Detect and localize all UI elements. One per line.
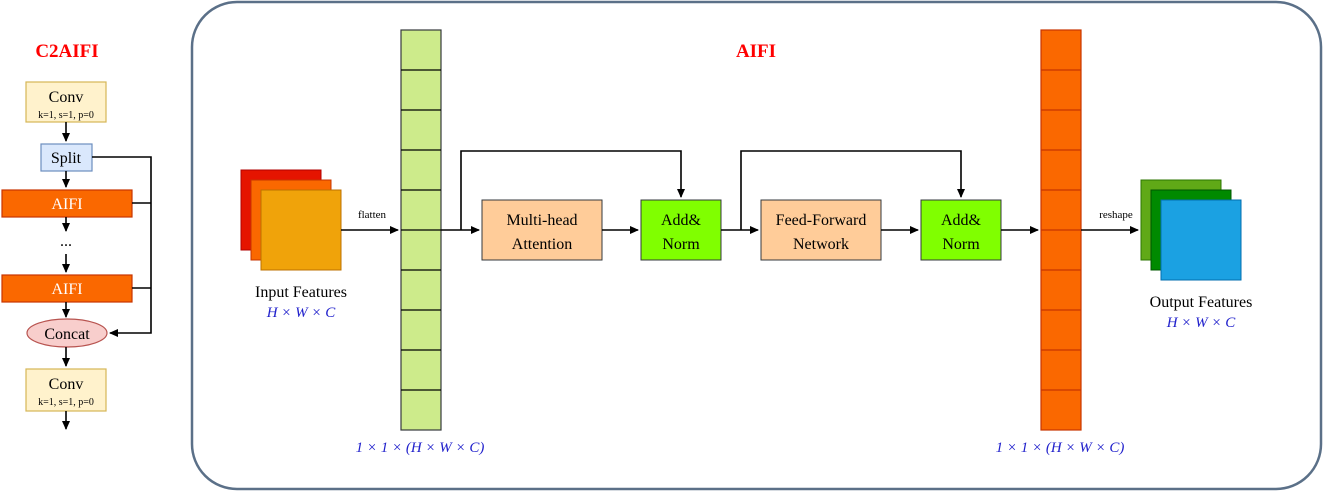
split-block: Split bbox=[40, 143, 93, 172]
reshape-label: reshape bbox=[1099, 209, 1133, 221]
aifi-2-label: AIFI bbox=[51, 281, 82, 298]
conv-top-label: Conv bbox=[49, 89, 84, 106]
ffn-line2: Network bbox=[793, 236, 849, 253]
feed-forward-block: Feed-Forward Network bbox=[760, 199, 882, 261]
flattened-column-green bbox=[400, 29, 442, 431]
add-norm-block-1: Add& Norm bbox=[640, 199, 722, 261]
residual-1 bbox=[460, 150, 685, 230]
concat-block: Concat bbox=[26, 318, 108, 348]
split-label: Split bbox=[51, 150, 82, 167]
mha-line2: Attention bbox=[512, 236, 572, 253]
addnorm2-line2: Norm bbox=[942, 236, 980, 253]
conv-bottom-block: Conv k=1, s=1, p=0 bbox=[25, 368, 107, 412]
output-features-stack bbox=[1140, 179, 1242, 281]
flattened-column-orange bbox=[1040, 29, 1082, 431]
residual-2 bbox=[740, 150, 965, 230]
output-features-label: Output Features bbox=[1150, 294, 1253, 311]
multi-head-attention-block: Multi-head Attention bbox=[481, 199, 603, 261]
conv-top-params: k=1, s=1, p=0 bbox=[38, 110, 94, 121]
aifi-1-label: AIFI bbox=[51, 196, 82, 213]
conv-bottom-label: Conv bbox=[49, 376, 84, 393]
input-features-label: Input Features bbox=[255, 284, 347, 301]
output-features-dims: H × W × C bbox=[1166, 315, 1237, 331]
skip-split-concat bbox=[92, 156, 152, 337]
addnorm1-line2: Norm bbox=[662, 236, 700, 253]
ellipsis: ... bbox=[60, 233, 72, 250]
aifi-block-2: AIFI bbox=[1, 274, 133, 303]
aifi-title: AIFI bbox=[736, 41, 776, 62]
add-norm-block-2: Add& Norm bbox=[920, 199, 1002, 261]
aifi-container bbox=[190, 0, 1323, 491]
conv-bottom-params: k=1, s=1, p=0 bbox=[38, 397, 94, 408]
conv-top-block: Conv k=1, s=1, p=0 bbox=[25, 81, 107, 123]
flat-dims-right: 1 × 1 × (H × W × C) bbox=[996, 440, 1125, 456]
addnorm1-line1: Add& bbox=[661, 212, 702, 229]
input-features-dims: H × W × C bbox=[266, 305, 337, 321]
mha-line1: Multi-head bbox=[506, 212, 577, 229]
flat-dims-left: 1 × 1 × (H × W × C) bbox=[356, 440, 485, 456]
flatten-label: flatten bbox=[358, 209, 387, 221]
ffn-line1: Feed-Forward bbox=[776, 212, 867, 229]
aifi-block-1: AIFI bbox=[1, 189, 133, 218]
input-features-stack bbox=[240, 169, 342, 271]
concat-label: Concat bbox=[44, 326, 90, 343]
c2aifi-title: C2AIFI bbox=[35, 41, 98, 62]
addnorm2-line1: Add& bbox=[941, 212, 982, 229]
